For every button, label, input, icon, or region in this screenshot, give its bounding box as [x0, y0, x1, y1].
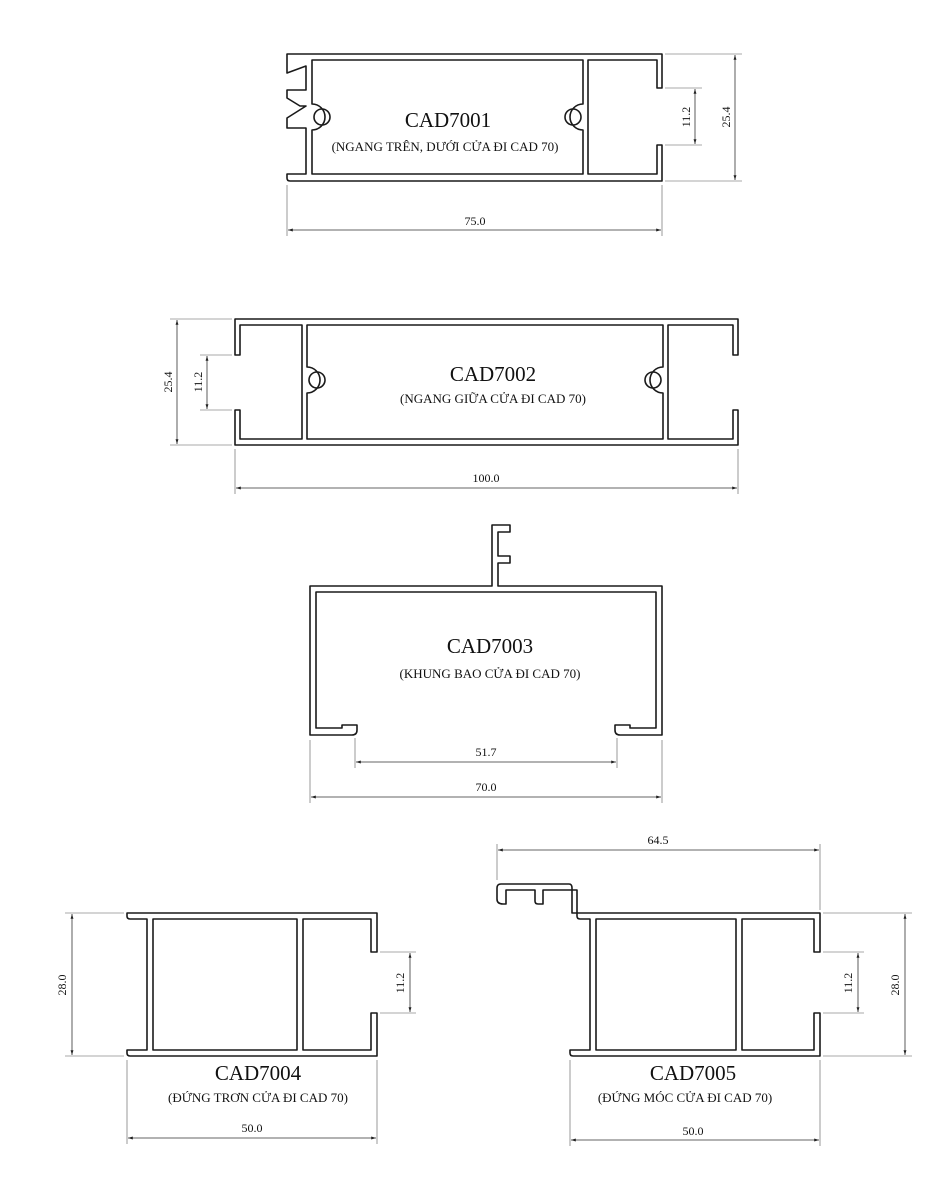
profile-description: (ĐỨNG MÓC CỬA ĐI CAD 70) [598, 1090, 772, 1105]
dim-width: 50.0 [683, 1124, 704, 1138]
dim-opening: 11.2 [841, 973, 855, 994]
dim-opening: 11.2 [679, 107, 693, 128]
dim-inner: 51.7 [476, 745, 497, 759]
dim-width: 75.0 [465, 214, 486, 228]
profile-cad7004: CAD7004 (ĐỨNG TRƠN CỬA ĐI CAD 70) 28.0 1… [55, 912, 416, 1144]
cad7002-outline [234, 318, 739, 446]
dim-overall: 64.5 [648, 833, 669, 847]
screw-port [308, 371, 326, 389]
cad7005-outline [496, 883, 821, 1057]
dim-height: 25.4 [719, 107, 733, 128]
cad7003-outline [309, 524, 663, 736]
dim-width: 70.0 [476, 780, 497, 794]
cad7005-chamber [595, 918, 737, 1051]
dim-opening: 11.2 [393, 973, 407, 994]
profile-description: (NGANG TRÊN, DƯỚI CỬA ĐI CAD 70) [332, 139, 559, 154]
dim-height: 25.4 [161, 372, 175, 393]
dim-width: 100.0 [473, 471, 500, 485]
dim-height: 28.0 [888, 975, 902, 996]
profile-code: CAD7004 [215, 1061, 302, 1085]
profile-code: CAD7005 [650, 1061, 736, 1085]
cad7004-chamber [152, 918, 298, 1051]
dim-width: 50.0 [242, 1121, 263, 1135]
profile-code: CAD7002 [450, 362, 536, 386]
screw-port [644, 371, 662, 389]
profile-cad7001: CAD7001 (NGANG TRÊN, DƯỚI CỬA ĐI CAD 70)… [286, 53, 742, 236]
screw-port [564, 108, 582, 126]
dim-height: 28.0 [55, 975, 69, 996]
cad7004-outline [126, 912, 378, 1057]
profile-code: CAD7001 [405, 108, 491, 132]
profile-description: (KHUNG BAO CỬA ĐI CAD 70) [400, 666, 581, 681]
profile-cad7002: CAD7002 (NGANG GIỮA CỬA ĐI CAD 70) 25.4 … [161, 318, 739, 494]
profile-description: (NGANG GIỮA CỬA ĐI CAD 70) [400, 391, 586, 406]
cad7001-outline [286, 53, 663, 182]
dim-opening: 11.2 [191, 372, 205, 393]
profile-description: (ĐỨNG TRƠN CỬA ĐI CAD 70) [168, 1090, 348, 1105]
profile-cad7003: CAD7003 (KHUNG BAO CỬA ĐI CAD 70) 51.7 7… [309, 524, 663, 803]
profile-cad7005: CAD7005 (ĐỨNG MÓC CỬA ĐI CAD 70) 64.5 11… [496, 833, 912, 1146]
profile-code: CAD7003 [447, 634, 533, 658]
screw-port [313, 108, 331, 126]
